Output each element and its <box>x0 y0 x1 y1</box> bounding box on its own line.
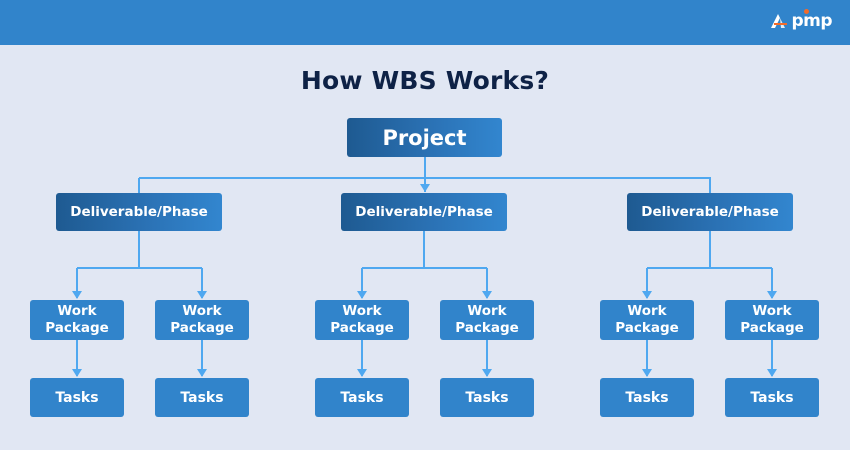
deliverable-phase-node: Deliverable/Phase <box>56 193 222 231</box>
arrow-down-icon <box>642 369 652 377</box>
arrow-down-icon <box>767 291 777 299</box>
arrow-down-icon <box>357 369 367 377</box>
deliverable-phase-node: Deliverable/Phase <box>627 193 793 231</box>
brand-logo[interactable]: pmp <box>771 9 832 31</box>
tasks-node: Tasks <box>440 378 534 417</box>
arrow-down-icon <box>482 291 492 299</box>
arrow-down-icon <box>197 291 207 299</box>
arrow-down-icon <box>642 291 652 299</box>
tasks-node: Tasks <box>600 378 694 417</box>
arrow-down-icon <box>420 184 430 192</box>
arrow-down-icon <box>357 291 367 299</box>
tasks-node: Tasks <box>155 378 249 417</box>
brand-name: pmp <box>791 9 832 31</box>
project-node: Project <box>347 118 502 157</box>
arrow-down-icon <box>72 291 82 299</box>
tasks-node: Tasks <box>315 378 409 417</box>
arrow-down-icon <box>767 369 777 377</box>
arrow-down-icon <box>197 369 207 377</box>
tasks-node: Tasks <box>725 378 819 417</box>
arrow-down-icon <box>482 369 492 377</box>
brand-accent-dot <box>804 9 810 14</box>
tasks-node: Tasks <box>30 378 124 417</box>
pmp-logo-icon <box>771 14 788 28</box>
arrow-down-icon <box>72 369 82 377</box>
header-band: pmp <box>0 0 850 45</box>
deliverable-phase-node: Deliverable/Phase <box>341 193 507 231</box>
diagram-title: How WBS Works? <box>300 66 550 95</box>
